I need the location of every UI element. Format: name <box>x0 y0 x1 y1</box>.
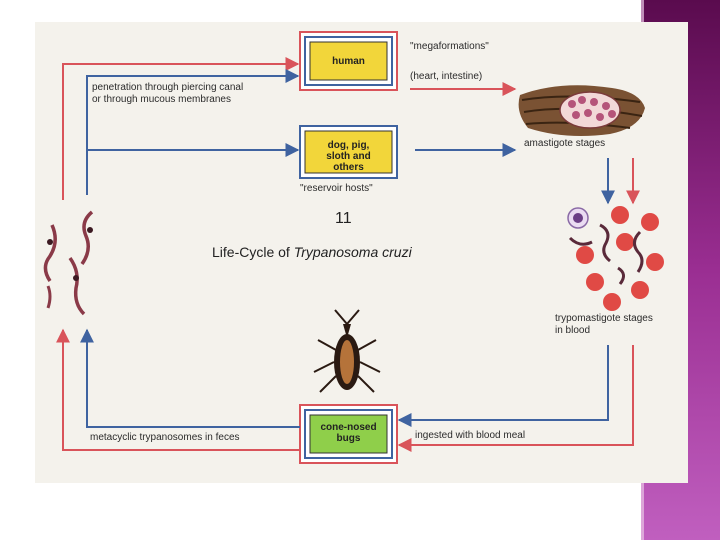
reservoir-box-label: dog, pig, sloth and others <box>318 140 379 173</box>
figure-title: Life-Cycle of Trypanosoma cruzi <box>212 244 412 260</box>
blue-left-loop-arrow <box>87 330 300 427</box>
organs-label: (heart, intestine) <box>410 71 482 82</box>
human-box-label: human <box>310 56 387 67</box>
figure-number: 11 <box>335 210 352 228</box>
megaformations-label: "megaformations" <box>410 41 489 52</box>
penetration-label-line2: or through mucous membranes <box>92 94 231 105</box>
bugs-box-label: cone-nosed bugs <box>318 422 379 444</box>
muscle-tissue-illustration <box>519 85 645 136</box>
cone-nosed-bug-illustration <box>314 310 380 392</box>
trypomastigote-label-line1: trypomastigote stages <box>555 313 653 324</box>
reservoir-hosts-caption: "reservoir hosts" <box>300 183 373 194</box>
figure-title-prefix: Life-Cycle of <box>212 244 294 260</box>
blood-stage-illustration <box>568 206 664 311</box>
trypomastigote-label-line2: in blood <box>555 325 590 336</box>
metacyclic-trypanosomes-illustration <box>45 212 93 314</box>
blue-blood-to-bugs-arrow <box>399 345 608 420</box>
figure-title-species: Trypanosoma cruzi <box>294 244 412 260</box>
amastigote-label: amastigote stages <box>524 138 605 149</box>
penetration-label-line1: penetration through piercing canal <box>92 82 243 93</box>
ingested-label: ingested with blood meal <box>415 430 525 441</box>
metacyclic-label: metacyclic trypanosomes in feces <box>90 432 240 443</box>
